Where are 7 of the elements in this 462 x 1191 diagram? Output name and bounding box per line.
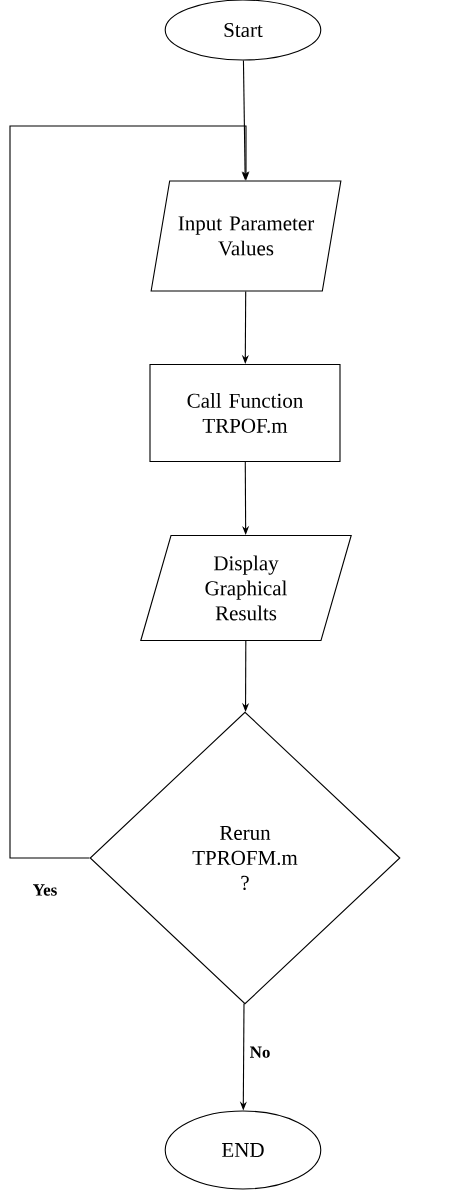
edge-label: No <box>250 1046 270 1058</box>
input-parallelogram: Input Parameter Values <box>150 180 342 292</box>
edge-label: Yes <box>33 884 57 896</box>
process-box: Call Function TRPOF.m <box>149 363 341 463</box>
output-parallelogram: Display Graphical Results <box>140 534 352 642</box>
end-oval: END <box>164 1110 322 1190</box>
arrow <box>9 125 250 859</box>
